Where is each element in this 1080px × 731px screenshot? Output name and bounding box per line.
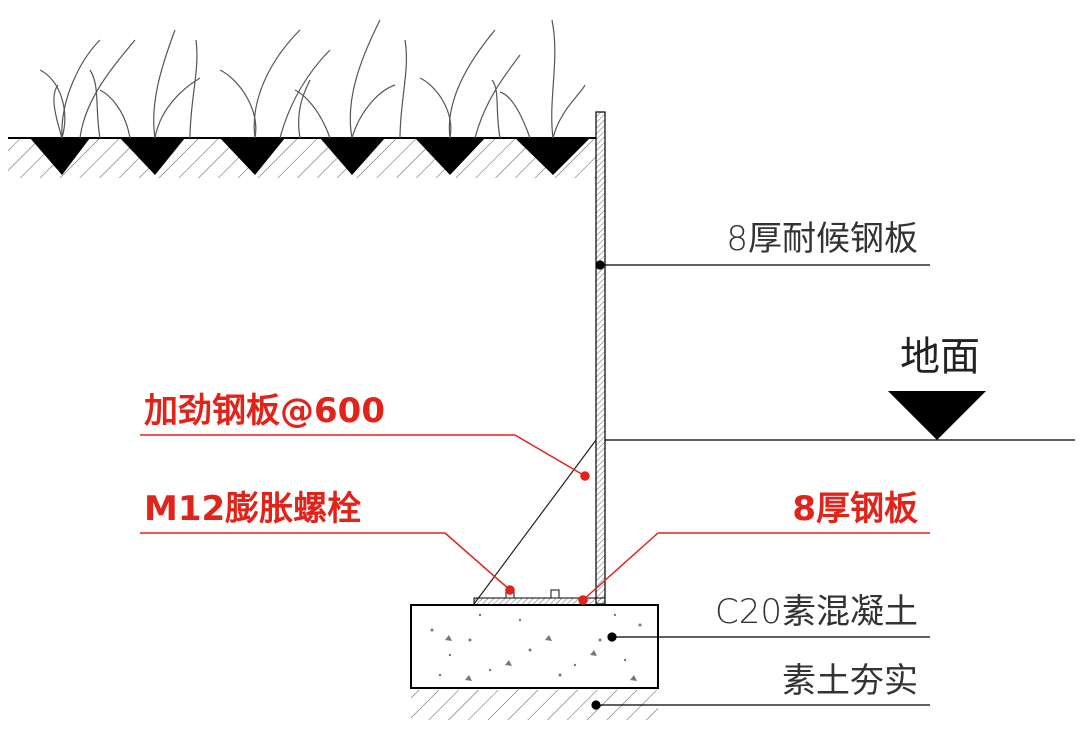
black-leader-lines — [591, 260, 930, 710]
label-base-steel-plate: 8厚钢板 — [792, 489, 918, 529]
label-expansion-bolt: M12膨胀螺栓 — [144, 489, 361, 529]
label-compacted-soil: 素土夯实 — [782, 661, 918, 701]
label-ground: 地面 — [900, 334, 980, 380]
grass-tufts — [30, 138, 590, 175]
label-stiffener-plate: 加劲钢板@600 — [144, 391, 385, 431]
red-leader-lines — [140, 434, 930, 605]
label-c20-concrete: C20素混凝土 — [715, 592, 918, 632]
vertical-steel-plate — [595, 111, 606, 605]
grass-blades — [39, 19, 586, 139]
stiffener-plate — [473, 439, 597, 605]
ground-level-marker — [605, 391, 1075, 441]
top-soil-section — [8, 137, 596, 178]
concrete-footing — [410, 604, 659, 689]
label-weathering-steel-plate: 8厚耐候钢板 — [726, 219, 918, 259]
